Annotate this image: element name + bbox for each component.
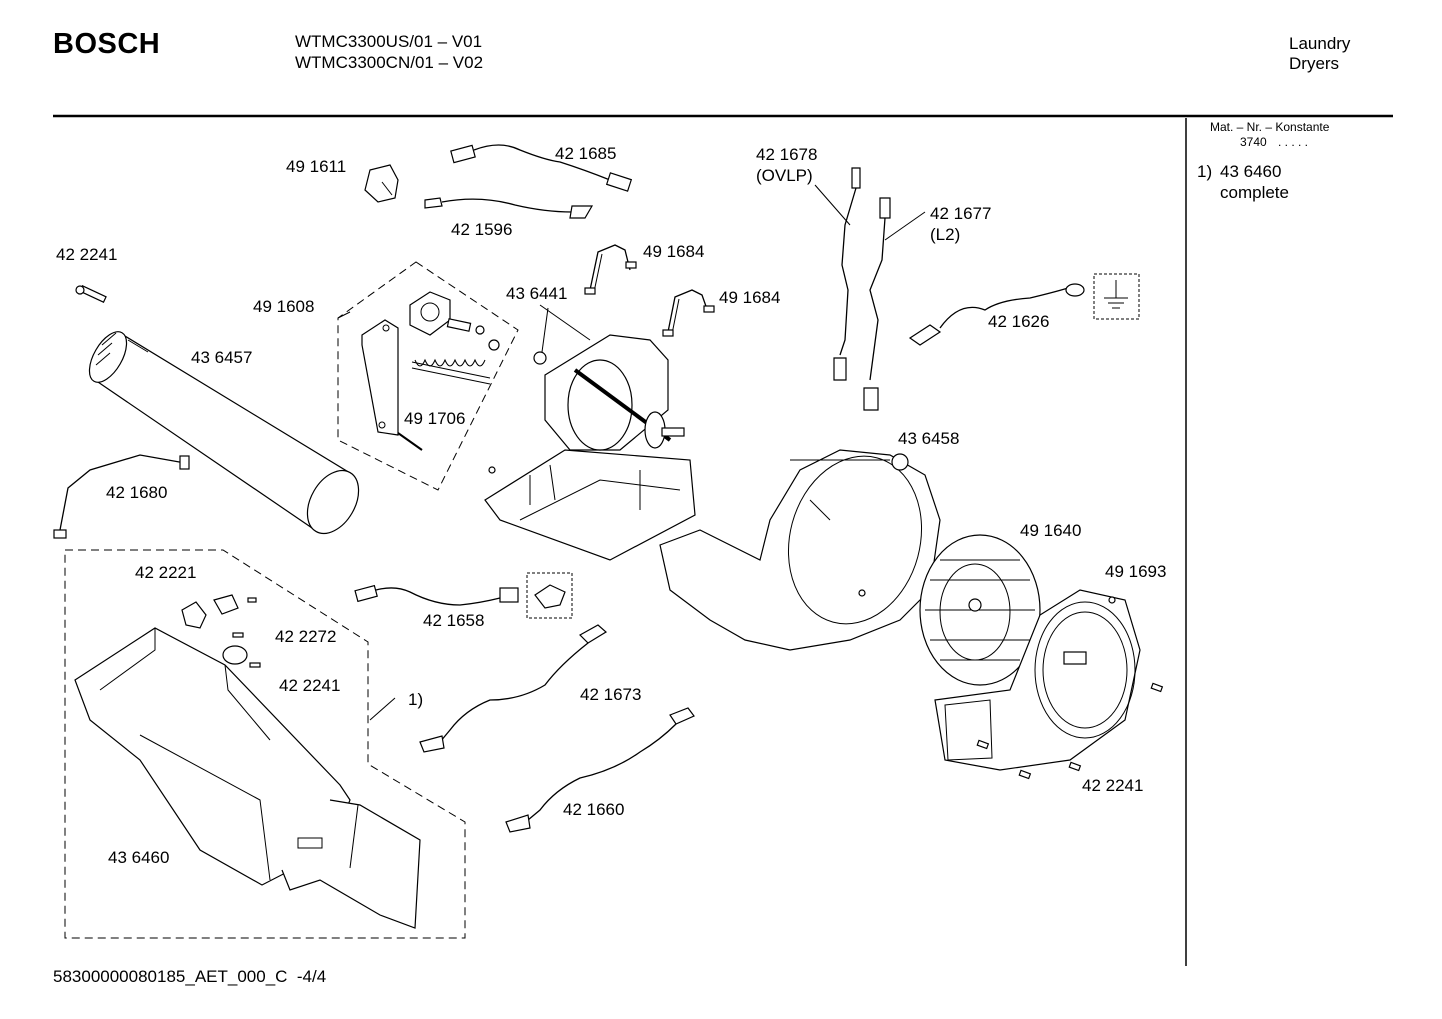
note-part: 43 6460 — [1220, 162, 1282, 181]
wire-421677 — [863, 197, 891, 411]
label-491693: 49 1693 — [1105, 562, 1167, 581]
group-outline-491608 — [337, 261, 519, 491]
wire-421626 — [908, 273, 1140, 346]
wire-421658 — [354, 572, 573, 619]
label-421660: 42 1660 — [563, 800, 625, 819]
label-421678-sub: (OVLP) — [756, 166, 813, 185]
bracket-491608 — [361, 291, 500, 451]
screw-422241-a — [75, 284, 107, 304]
mat-dots: . . . . . — [1278, 135, 1309, 149]
label-436460: 43 6460 — [108, 848, 170, 867]
label-422241-a: 42 2241 — [56, 245, 118, 264]
wire-421680 — [53, 454, 190, 539]
label-491684-b: 49 1684 — [719, 288, 781, 307]
leader-491608 — [337, 311, 351, 319]
label-436457: 43 6457 — [191, 348, 253, 367]
heater-housing-436460 — [74, 627, 421, 929]
wire-421660 — [505, 707, 695, 833]
footer-doc-id: 58300000080185_AET_000_C -4/4 — [53, 967, 326, 987]
note-number: 1) — [1197, 162, 1213, 181]
wire-421596 — [424, 197, 594, 219]
motor-assembly — [484, 334, 696, 561]
label-421677: 42 1677 — [930, 204, 992, 223]
label-422241-c: 42 2241 — [1082, 776, 1144, 795]
note-text: complete — [1220, 183, 1289, 202]
label-491684-a: 49 1684 — [643, 242, 705, 261]
label-421677-sub: (L2) — [930, 225, 961, 244]
screw-422241-c — [976, 682, 1164, 780]
leader-421677 — [884, 211, 926, 241]
wire-421685 — [450, 144, 633, 192]
blower-wheel-491640 — [919, 534, 1041, 686]
leader-421678 — [814, 184, 851, 226]
category-line-1: Laundry — [1289, 34, 1351, 53]
clip-491684-b — [662, 289, 715, 337]
thermostat-422221 — [181, 594, 257, 629]
model-line-2: WTMC3300CN/01 – V02 — [295, 53, 484, 72]
label-422241-b: 42 2241 — [279, 676, 341, 695]
footer-page: -4/4 — [296, 967, 327, 986]
wire-421678 — [833, 167, 861, 381]
label-491608: 49 1608 — [253, 297, 315, 316]
label-491611: 49 1611 — [286, 157, 347, 176]
label-421680: 42 1680 — [106, 483, 168, 502]
model-line-1: WTMC3300US/01 – V01 — [295, 32, 483, 51]
category-line-2: Dryers — [1289, 54, 1340, 73]
label-421678: 42 1678 — [756, 145, 818, 164]
label-421596: 42 1596 — [451, 220, 513, 239]
switch-491611 — [364, 164, 399, 203]
label-436458: 43 6458 — [898, 429, 960, 448]
leader-436441 — [539, 304, 591, 341]
label-421658: 42 1658 — [423, 611, 485, 630]
label-422221: 42 2221 — [135, 563, 197, 582]
label-436441: 43 6441 — [506, 284, 568, 303]
blower-cover-491693 — [934, 589, 1141, 771]
label-491640: 49 1640 — [1020, 521, 1082, 540]
leader-ref1 — [369, 697, 396, 721]
wire-421673 — [419, 624, 608, 753]
screw-422241-b — [249, 662, 261, 668]
label-421626: 42 1626 — [988, 312, 1050, 331]
label-491706: 49 1706 — [404, 409, 466, 428]
label-421685: 42 1685 — [555, 144, 617, 163]
fuse-422272 — [222, 632, 248, 665]
label-ref1: 1) — [408, 690, 424, 709]
mat-title: Mat. – Nr. – Konstante — [1210, 120, 1330, 134]
duct-436457 — [88, 331, 360, 535]
blower-housing-436458 — [659, 449, 941, 651]
footer-doc-id-text: 58300000080185_AET_000_C — [53, 967, 288, 986]
group-outline-436460 — [64, 549, 466, 939]
clip-491684-a — [584, 244, 637, 295]
label-421673: 42 1673 — [580, 685, 642, 704]
mat-value: 3740 — [1240, 135, 1267, 149]
label-422272: 42 2272 — [275, 627, 337, 646]
brand-logo: BOSCH — [53, 28, 161, 60]
